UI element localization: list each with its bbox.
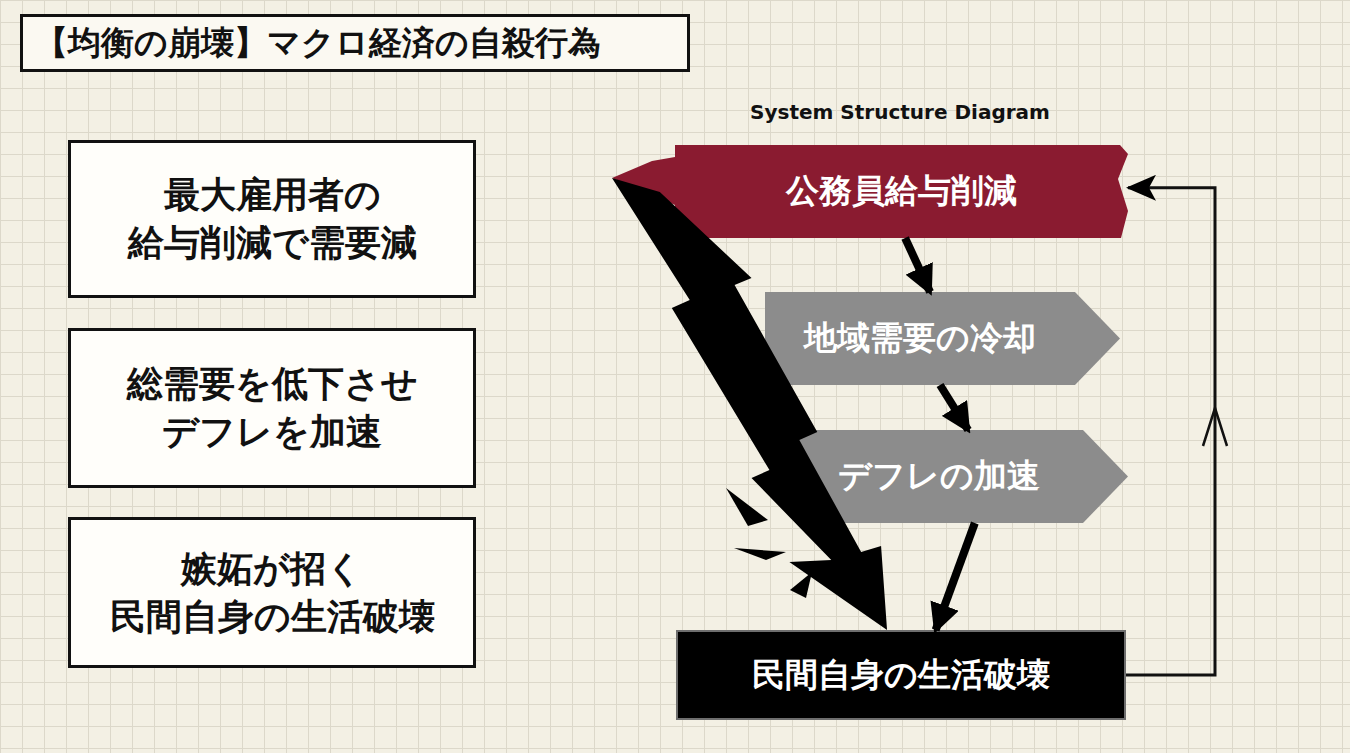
text-holder: デフレの加速 (795, 430, 1128, 523)
effect-arrow-box: 地域需要の冷却 (765, 292, 1120, 385)
text-holder: 公務員給与削減 (612, 145, 1128, 238)
cause-banner: 公務員給与削減 (612, 145, 1128, 238)
text-holder: 地域需要の冷却 (765, 292, 1120, 385)
node-text: 公務員給与削減 (786, 169, 1017, 214)
result-box: 民間自身の生活破壊 (676, 630, 1126, 720)
node-text: 最大雇用者の 給与削減で需要減 (71, 171, 473, 266)
flow-arrow (936, 523, 975, 630)
effect-arrow-box-fill (765, 292, 1120, 385)
connector-group (612, 178, 887, 630)
connector-group (936, 523, 975, 630)
shard (734, 548, 786, 560)
node-text: 民間自身の生活破壊 (752, 653, 1050, 698)
diagram-subtitle: System Structure Diagram (700, 100, 1100, 124)
cause-banner-fill (612, 145, 1128, 238)
shard (726, 488, 768, 526)
flow-arrow (905, 238, 930, 292)
flow-arrow (940, 385, 968, 430)
connector-group (940, 385, 968, 430)
node-text: デフレの加速 (838, 454, 1040, 499)
effect-arrow-box: デフレの加速 (795, 430, 1128, 523)
connector-group (905, 238, 930, 292)
effect-arrow-box-fill (795, 430, 1128, 523)
connector-group (1126, 188, 1215, 675)
summary-box: 嫉妬が招く 民間自身の生活破壊 (68, 517, 476, 668)
flow-chevron (1203, 408, 1227, 446)
node-text: 総需要を低下させ デフレを加速 (71, 360, 473, 455)
lightning-arrow (612, 178, 887, 630)
node-text: 地域需要の冷却 (804, 316, 1036, 361)
summary-box: 最大雇用者の 給与削減で需要減 (68, 140, 476, 298)
text-holder: 嫉妬が招く 民間自身の生活破壊 (71, 520, 473, 665)
feedback-arrow (1126, 188, 1215, 675)
summary-box: 総需要を低下させ デフレを加速 (68, 328, 476, 488)
bolt-shards (726, 488, 812, 598)
text-holder: 総需要を低下させ デフレを加速 (71, 331, 473, 485)
node-text: 嫉妬が招く 民間自身の生活破壊 (71, 545, 473, 640)
text-holder: 民間自身の生活破壊 (678, 632, 1124, 718)
text-holder: 最大雇用者の 給与削減で需要減 (71, 143, 473, 295)
diagram-title: 【均衡の崩壊】マクロ経済の自殺行為 (20, 14, 690, 72)
shard (790, 572, 812, 598)
